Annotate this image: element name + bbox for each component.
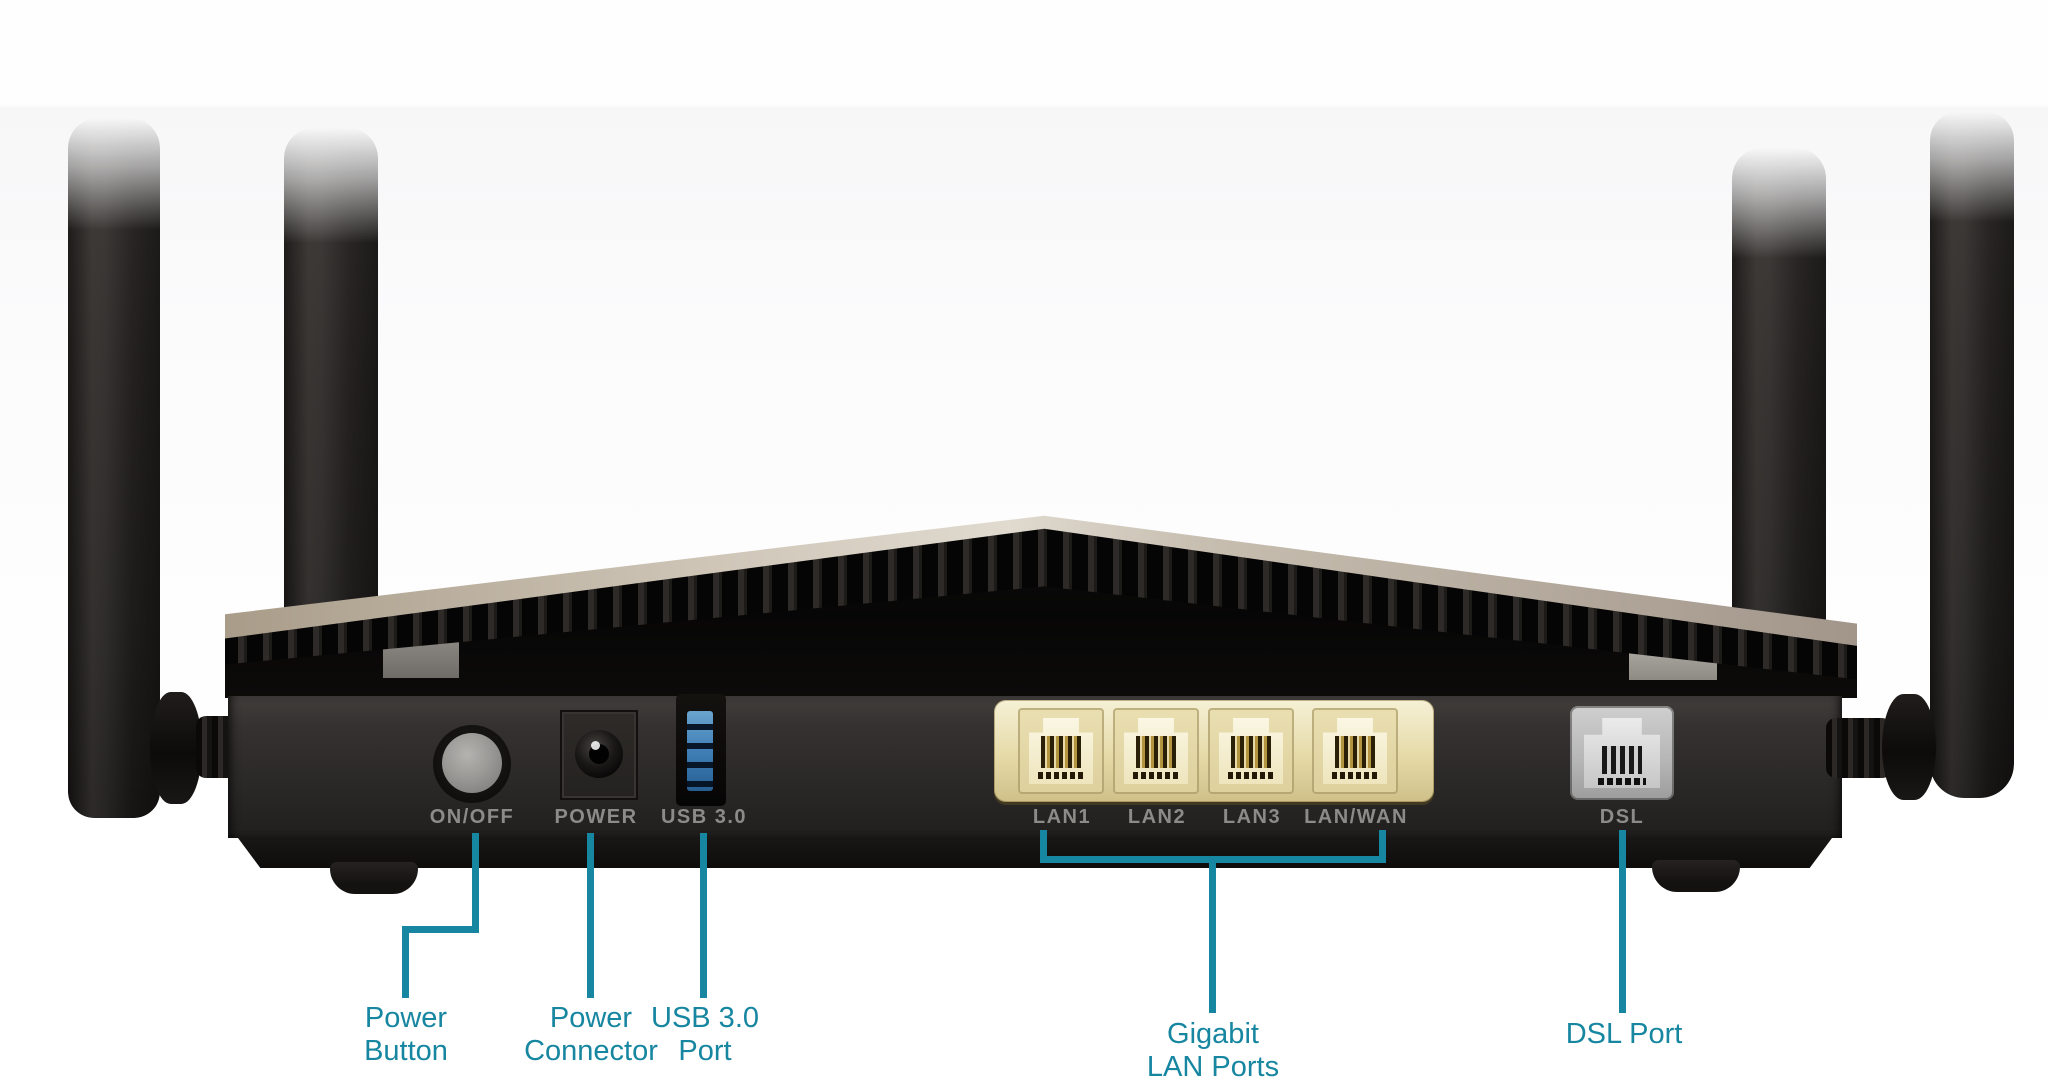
lan2-port <box>1113 708 1199 794</box>
lan1-port <box>1018 708 1104 794</box>
power-barrel-jack <box>575 730 623 778</box>
leader-lan-bracket <box>1040 856 1386 863</box>
caption-line: Port <box>678 1035 732 1068</box>
power-reflection <box>591 741 600 750</box>
label-lan1: LAN1 <box>1032 806 1092 828</box>
rj45-pins <box>1231 736 1271 768</box>
leader-lan-vertical <box>1209 863 1216 1013</box>
rj45-window <box>1029 718 1093 784</box>
caption-line: Gigabit <box>1167 1018 1259 1050</box>
hinge-disc <box>150 692 202 804</box>
rj45-window <box>1219 718 1283 784</box>
leader-power-button-v2 <box>402 926 409 998</box>
bottom-edge <box>238 838 1832 868</box>
caption-line: Power <box>549 1002 633 1034</box>
caption-lan-ports: Gigabit LAN Ports <box>1147 1018 1279 1084</box>
rj45-pins <box>1136 736 1176 768</box>
rj45-window <box>1323 718 1387 784</box>
rubber-foot-right <box>1652 860 1740 892</box>
dsl-port <box>1570 706 1674 800</box>
caption-power-connector: Power Connector <box>524 1002 658 1068</box>
power-button-cap <box>442 733 502 793</box>
hinge-pin <box>1826 718 1892 778</box>
label-lanwan: LAN/WAN <box>1304 806 1408 828</box>
caption-line: DSL Port <box>1565 1018 1683 1050</box>
rubber-foot-left <box>330 862 418 894</box>
rj45-pins <box>1041 736 1081 768</box>
caption-line: Connector <box>524 1035 658 1068</box>
caption-usb-port: USB 3.0 Port <box>651 1002 759 1068</box>
rj11-window <box>1584 718 1660 788</box>
leader-lan-stub-left <box>1040 830 1047 863</box>
antenna-outer-right <box>1930 112 2014 798</box>
rj45-contacts <box>1038 772 1084 779</box>
leader-dsl-port <box>1619 830 1626 1013</box>
caption-line: Power <box>364 1002 448 1034</box>
lan-port-block <box>994 700 1434 802</box>
usb3-port <box>676 694 726 806</box>
leader-power-button-h <box>402 926 479 933</box>
hinge-disc <box>1882 694 1936 800</box>
power-connector <box>560 710 638 800</box>
rj45-window <box>1124 718 1188 784</box>
label-lan3: LAN3 <box>1222 806 1282 828</box>
rj45-contacts <box>1228 772 1274 779</box>
caption-line: LAN Ports <box>1146 1051 1280 1084</box>
power-button <box>433 725 511 803</box>
label-power: POWER <box>554 806 638 828</box>
rj11-pins <box>1602 746 1642 774</box>
label-onoff: ON/OFF <box>429 806 515 828</box>
caption-line: Button <box>364 1035 448 1068</box>
rj11-contacts <box>1598 778 1646 785</box>
label-dsl: DSL <box>1599 806 1645 828</box>
lan-wan-port <box>1312 708 1398 794</box>
rj45-pins <box>1335 736 1375 768</box>
label-usb30: USB 3.0 <box>660 806 748 828</box>
lan3-port <box>1208 708 1294 794</box>
leader-power-connector <box>587 833 594 998</box>
rj45-contacts <box>1133 772 1179 779</box>
antenna-outer-left <box>68 118 160 818</box>
rj45-contacts <box>1332 772 1378 779</box>
caption-power-button: Power Button <box>364 1002 448 1068</box>
label-lan2: LAN2 <box>1127 806 1187 828</box>
usb3-connector-tongue <box>687 711 713 791</box>
leader-lan-stub-right <box>1379 830 1386 863</box>
leader-usb-port <box>700 833 707 998</box>
router-top-vents <box>225 512 1857 698</box>
caption-line: USB 3.0 <box>651 1002 759 1034</box>
leader-power-button-v1 <box>472 833 479 933</box>
caption-dsl-port: DSL Port <box>1566 1018 1683 1051</box>
